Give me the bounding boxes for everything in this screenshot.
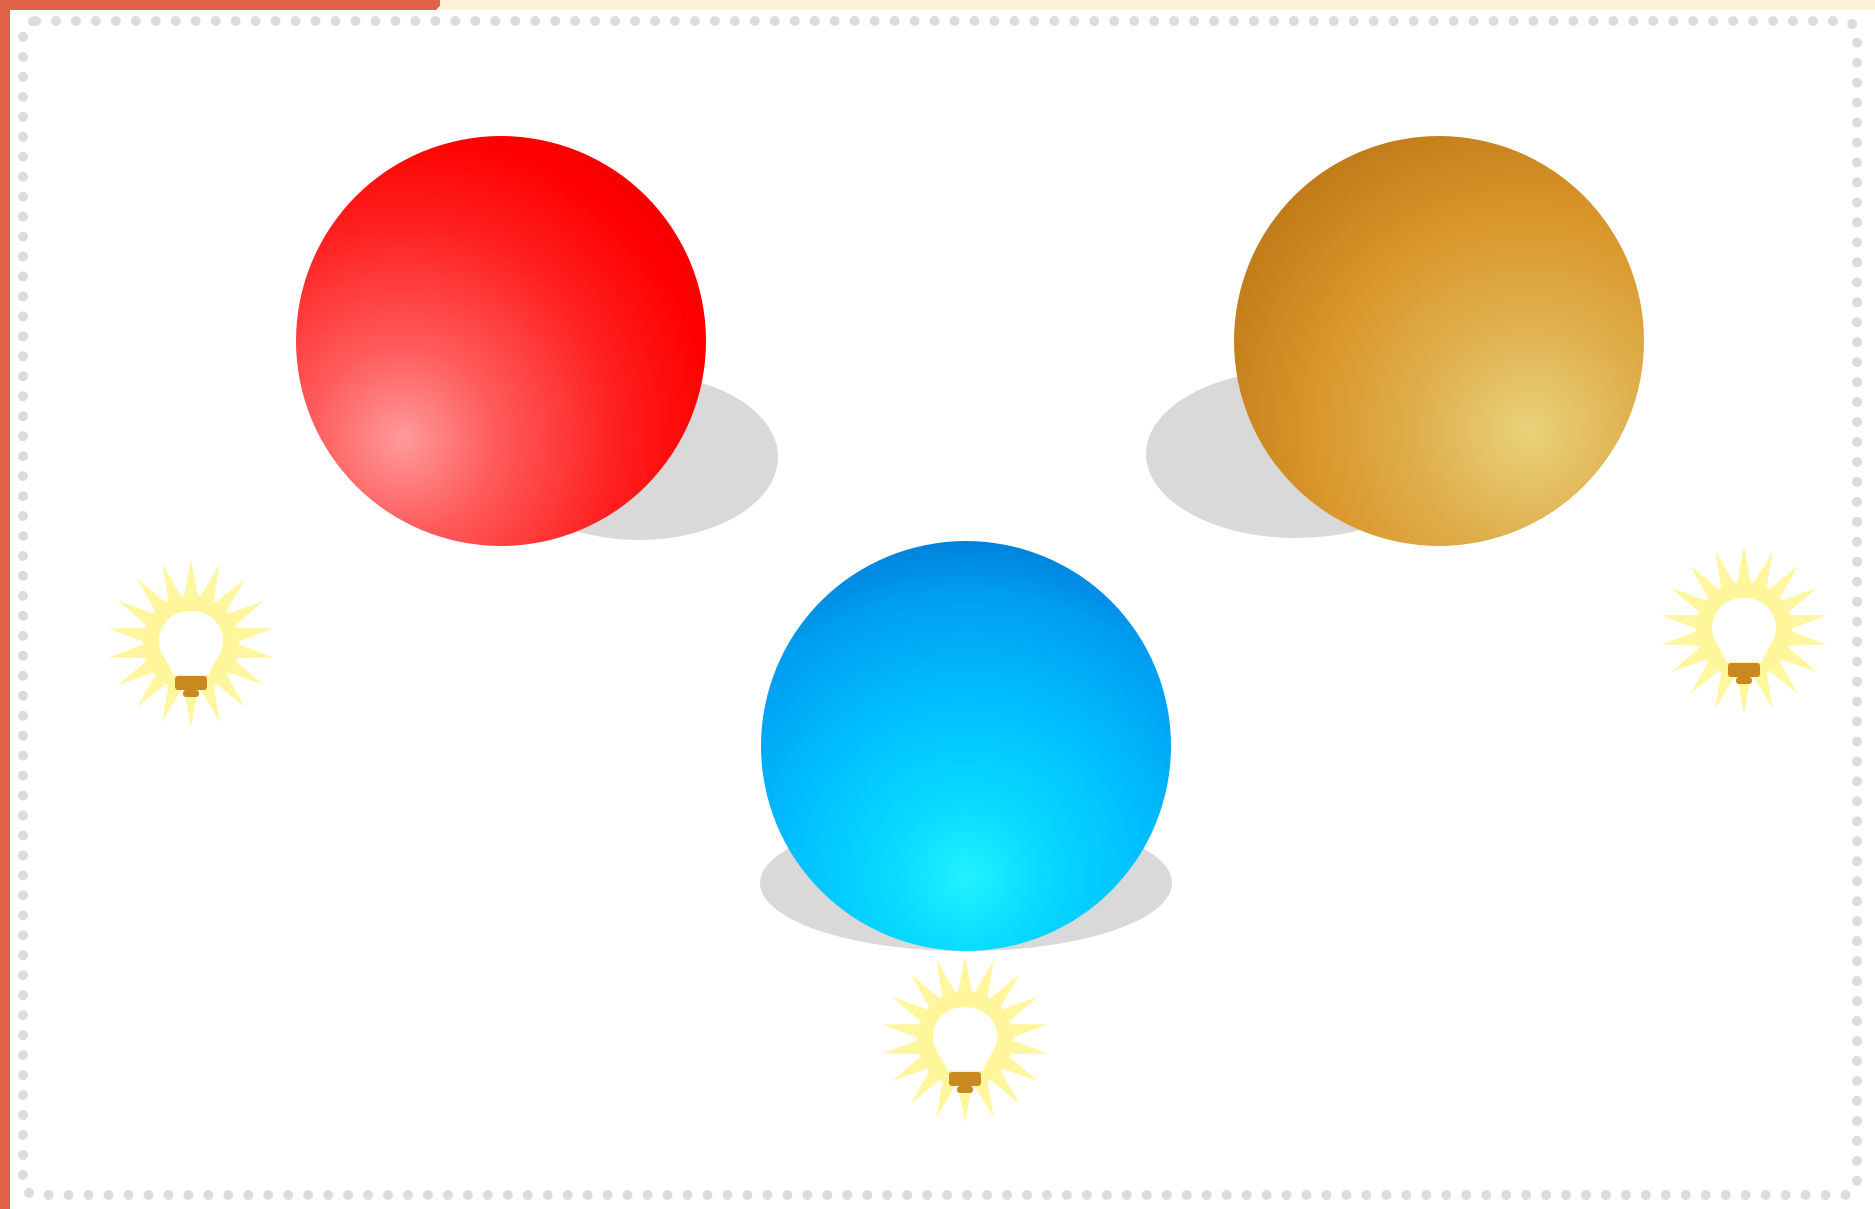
gold-sphere[interactable] bbox=[1234, 136, 1644, 546]
lightbulb-icon bbox=[101, 553, 281, 733]
frame-top-strip bbox=[440, 0, 1875, 10]
frame-accent-left bbox=[0, 0, 10, 1209]
frame-accent-top bbox=[0, 0, 445, 10]
light-right[interactable] bbox=[1654, 540, 1834, 720]
lightbulb-icon bbox=[1654, 540, 1834, 720]
light-bottom[interactable] bbox=[875, 949, 1055, 1129]
red-sphere[interactable] bbox=[296, 136, 706, 546]
lightbulb-icon bbox=[875, 949, 1055, 1129]
light-left[interactable] bbox=[101, 553, 281, 733]
blue-sphere[interactable] bbox=[761, 541, 1171, 951]
